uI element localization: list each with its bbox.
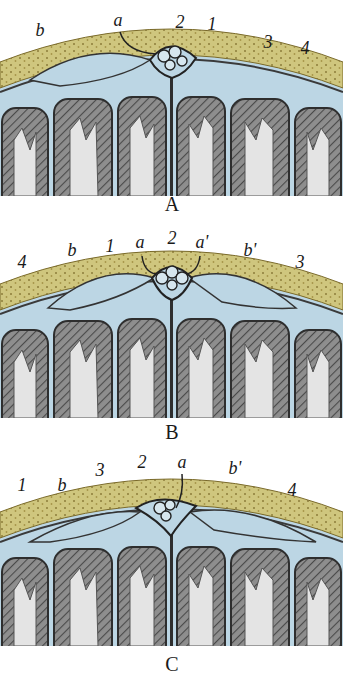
part-label: 1 — [208, 15, 217, 33]
part-label: 3 — [296, 253, 305, 271]
part-label: b' — [244, 241, 257, 259]
panel-letter: A — [165, 194, 179, 214]
panel-letter: C — [165, 654, 178, 674]
part-label: b — [36, 21, 45, 39]
part-label: 3 — [96, 461, 105, 479]
part-label: a — [178, 453, 187, 471]
part-label: a — [114, 11, 123, 29]
part-label: 2 — [138, 453, 147, 471]
part-label: 4 — [301, 39, 310, 57]
part-label: b' — [229, 459, 242, 477]
part-label: 4 — [18, 253, 27, 271]
part-label: 1 — [106, 237, 115, 255]
part-label: 4 — [288, 481, 297, 499]
part-label: a — [136, 233, 145, 251]
part-label: 3 — [264, 33, 273, 51]
part-label: a' — [196, 233, 209, 251]
part-label: b — [68, 241, 77, 259]
part-label: b — [58, 476, 67, 494]
part-label: 1 — [18, 476, 27, 494]
part-label: 2 — [176, 13, 185, 31]
panel-letter: B — [165, 422, 178, 442]
part-label: 2 — [168, 229, 177, 247]
